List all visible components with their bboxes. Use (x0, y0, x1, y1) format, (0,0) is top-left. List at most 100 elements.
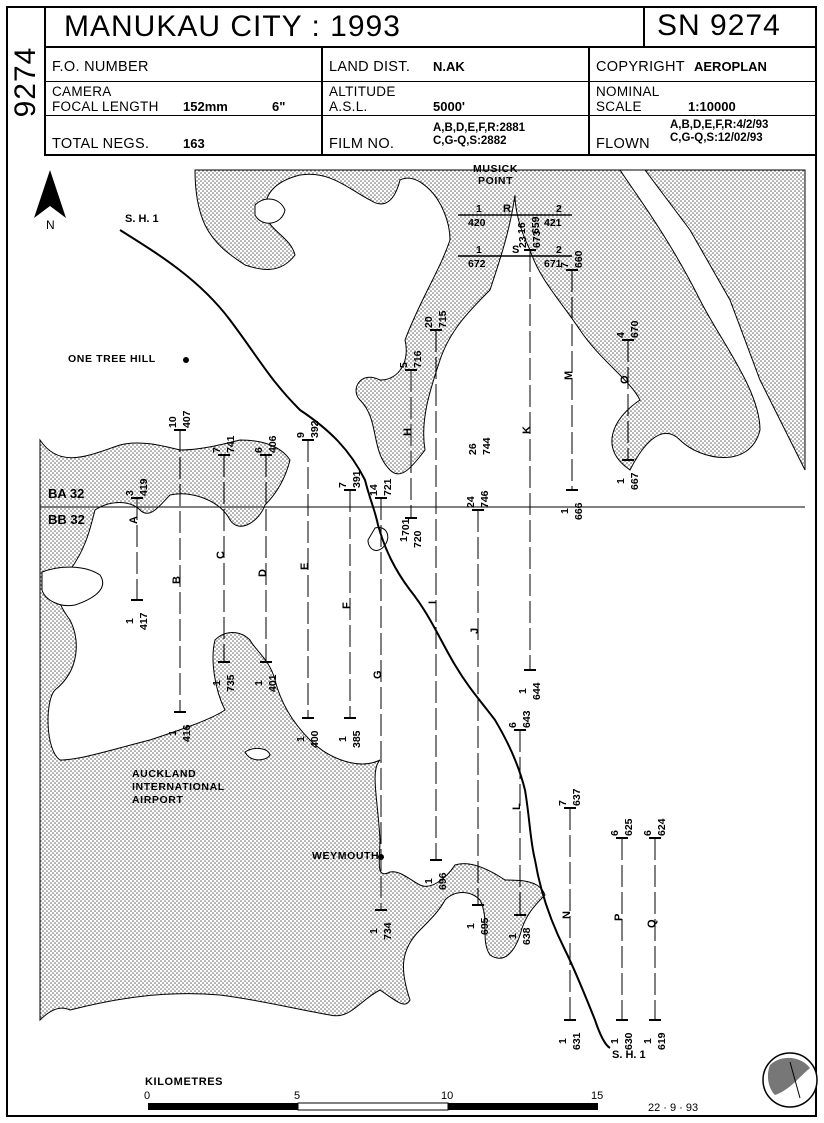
strip-l-last-number: 1 (507, 933, 519, 939)
strip-c-first-number: 7 (211, 447, 223, 453)
strip-i-last-frame: 696 (437, 872, 449, 890)
strip-q-last-number: 1 (642, 1038, 654, 1044)
flown-cell: FLOWN A,B,D,E,F,R:4/2/93 C,G-Q,S:12/02/9… (588, 116, 815, 154)
strip-e-first-number: 9 (295, 432, 307, 438)
focal-length-in: 6" (272, 99, 286, 114)
focal-length-mm: 152mm (183, 99, 228, 114)
scale-segment-2 (297, 1102, 449, 1111)
one-tree-hill-marker (183, 357, 189, 363)
strip-o-last-number: 1 (615, 478, 627, 484)
survey-number-box: SN 9274 (643, 8, 815, 46)
strip-c-last-frame: 735 (225, 674, 237, 692)
strip-n-first-frame: 637 (571, 788, 583, 806)
copyright-value: AEROPLAN (694, 59, 767, 74)
island-west (41, 566, 103, 607)
strip-i-letter: I (427, 601, 439, 604)
strip-n-first-number: 7 (557, 800, 569, 806)
strip-h-letter: H (402, 428, 414, 436)
strip-r-letter: R (503, 203, 511, 215)
strip-h-first-frame: 716 (412, 350, 424, 368)
strip-i-last-number: 1 (423, 878, 435, 884)
map-sheet: 9274 MANUKAU CITY : 1993 SN 9274 F.O. NU… (6, 6, 817, 1117)
flown-line2: C,G-Q,S:12/02/93 (670, 132, 763, 144)
strip-g-first-number: 14 (368, 484, 380, 496)
nominal-label: NOMINAL (596, 84, 660, 99)
strip-l-first-number: 6 (507, 722, 519, 728)
highway-label-north: S. H. 1 (125, 213, 159, 225)
strip-p-letter: P (613, 914, 625, 921)
state-highway-1 (119, 229, 611, 1049)
strip-e-last-number: 1 (295, 736, 307, 742)
flown-line1: A,B,D,E,F,R:4/2/93 (670, 119, 769, 131)
strip-s-first-number: 1 (476, 244, 482, 256)
strip-m-last-frame: 666 (573, 502, 585, 520)
strip-s-last-number: 2 (556, 244, 562, 256)
strip-a-last-frame: 417 (138, 612, 150, 630)
strip-f-last-number: 1 (337, 736, 349, 742)
k-top-number: 16 (516, 222, 528, 234)
scale-tick-15: 15 (591, 1090, 603, 1102)
altitude-value: 5000' (433, 99, 466, 114)
strip-p-last-frame: 630 (623, 1032, 635, 1050)
manukau-harbour (39, 438, 546, 1022)
copyright-label: COPYRIGHT (596, 59, 685, 75)
one-tree-hill-label: ONE TREE HILL (68, 353, 156, 365)
nz-aerial-mapping-logo (762, 1052, 818, 1108)
camera-cell: CAMERA FOCAL LENGTH 152mm 6" (46, 82, 321, 116)
j-mid-frame: 744 (481, 437, 493, 455)
strip-m-letter: M (563, 371, 575, 380)
grid-label-bb32: BB 32 (48, 512, 85, 527)
strip-e-first-frame: 392 (309, 420, 321, 438)
fo-number-label: F.O. NUMBER (52, 59, 149, 75)
survey-number: SN 9274 (657, 9, 781, 42)
strip-l-last-frame: 638 (521, 927, 533, 945)
altitude-label: ALTITUDE (329, 84, 396, 99)
airport-label-3: AIRPORT (132, 794, 183, 806)
water-areas (39, 169, 806, 1022)
scale-label: SCALE (596, 99, 642, 114)
strip-h-last-number: 1 (398, 536, 410, 542)
strip-q-first-frame: 624 (656, 818, 668, 836)
title-row: MANUKAU CITY : 1993 SN 9274 (46, 8, 815, 48)
strip-p-first-number: 6 (609, 830, 621, 836)
strip-o-first-frame: 670 (629, 320, 641, 338)
scale-segment-1 (148, 1103, 298, 1110)
copyright-cell: COPYRIGHT AEROPLAN (588, 48, 815, 82)
strip-a-last-number: 1 (124, 618, 136, 624)
scale-tick-5: 5 (294, 1090, 300, 1102)
strip-l-letter: L (511, 803, 523, 810)
strip-s-first-frame: 672 (468, 258, 486, 270)
strip-g-first-frame: 721 (382, 478, 394, 496)
j-mid-number: 26 (467, 443, 479, 455)
strip-m-first-frame: 660 (573, 250, 585, 268)
k-top-frame: 659 (530, 216, 542, 234)
strip-g-last-frame: 734 (382, 922, 394, 940)
strip-d-last-number: 1 (253, 680, 265, 686)
strip-c-last-number: 1 (211, 680, 223, 686)
film-no-line2: C,G-Q,S:2882 (433, 135, 507, 147)
strip-e-last-frame: 400 (309, 730, 321, 748)
strip-m-last-number: 1 (559, 508, 571, 514)
map-date: 22 · 9 · 93 (648, 1102, 698, 1114)
strip-a-first-number: 3 (124, 490, 136, 496)
strip-o-letter: O (619, 375, 631, 384)
strip-d-letter: D (257, 569, 269, 577)
strip-r-first-frame: 420 (468, 217, 486, 229)
strip-m-first-number: 7 (559, 262, 571, 268)
scale-cell: NOMINAL SCALE 1:10000 (588, 82, 815, 116)
airport-label-1: AUCKLAND (132, 768, 196, 780)
strip-b-last-frame: 416 (181, 724, 193, 742)
strip-b-last-number: 1 (167, 730, 179, 736)
strip-f-first-frame: 391 (351, 470, 363, 488)
strip-c-first-frame: 741 (225, 435, 237, 453)
land-dist-value: N.AK (433, 59, 465, 74)
strip-s-last-frame: 671 (544, 258, 562, 270)
airport-label-2: INTERNATIONAL (132, 781, 225, 793)
scale-tick-0: 0 (144, 1090, 150, 1102)
strip-d-last-frame: 401 (267, 674, 279, 692)
strip-q-last-frame: 619 (656, 1032, 668, 1050)
scale-bar-title: KILOMETRES (145, 1076, 223, 1088)
musick-point-label-2: POINT (478, 175, 513, 187)
